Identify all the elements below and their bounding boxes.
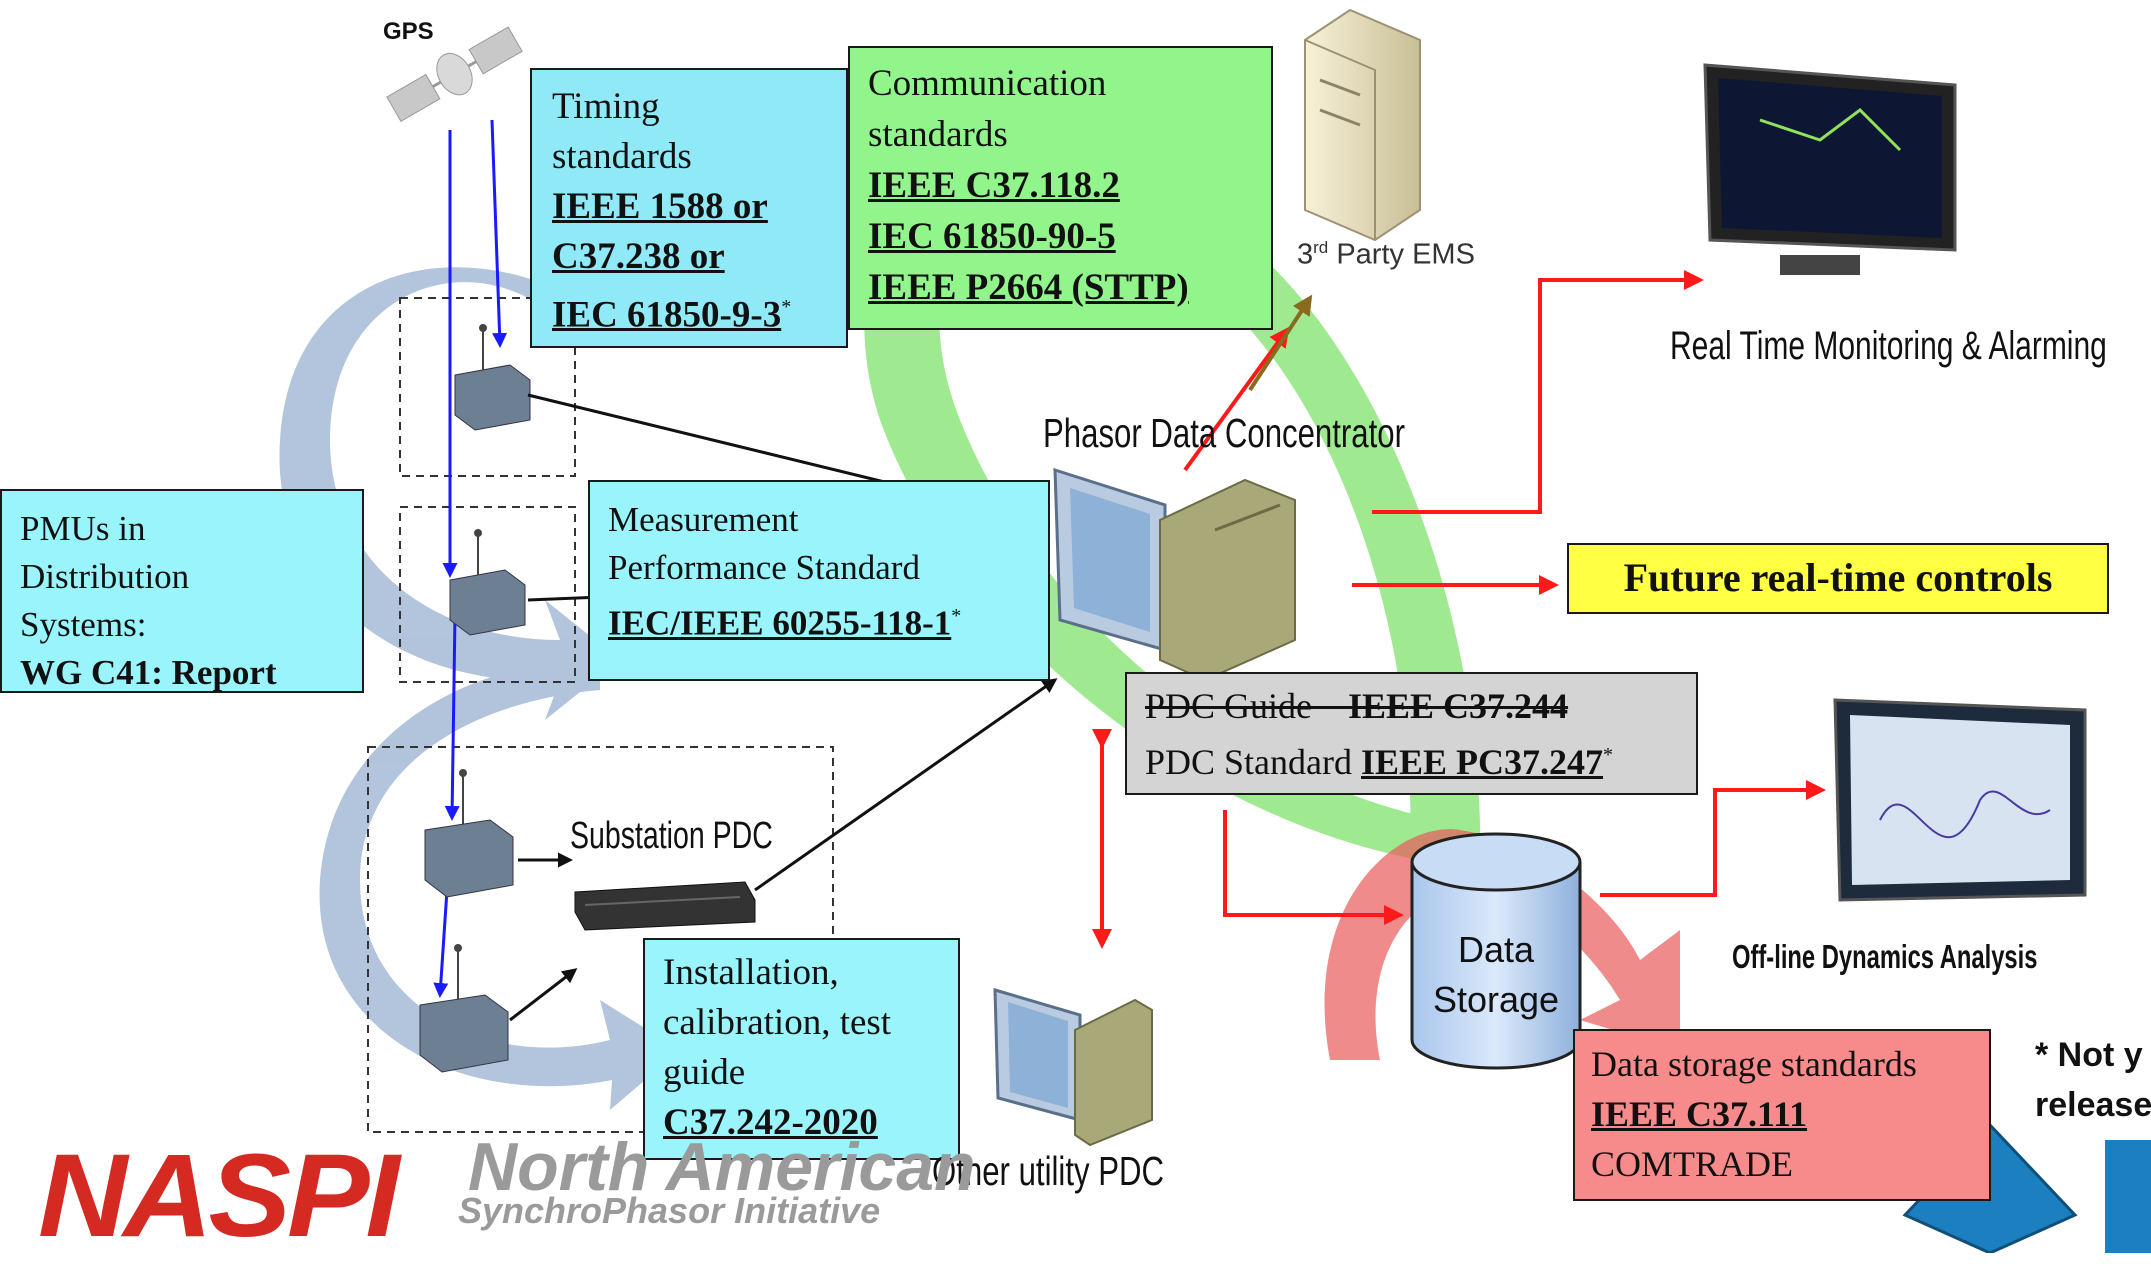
substation-enclosure — [367, 746, 834, 1133]
measurement-line2: Performance Standard — [608, 548, 920, 587]
pdc-standard-box: PDC Guide IEEE C37.244 PDC Standard IEEE… — [1125, 672, 1698, 795]
pmu-enclosure-2 — [399, 506, 576, 683]
pdc-guide-label: PDC Guide — [1145, 686, 1313, 726]
future-label: Future real-time controls — [1623, 555, 2053, 600]
ems-brown-arrow — [1248, 294, 1313, 392]
naspi-logo: NASPI — [38, 1128, 400, 1264]
pdc-std-std: IEEE PC37.247 — [1361, 742, 1604, 782]
pdc-std-label: PDC Standard — [1145, 742, 1352, 782]
substation-pdc-label: Substation PDC — [570, 815, 773, 857]
measurement-star: * — [951, 605, 962, 627]
timing-standards-box: Timing standards IEEE 1588 or C37.238 or… — [530, 68, 848, 348]
naspi-logo-brand: NASPI — [38, 1130, 400, 1262]
storage-line1: Data — [1457, 929, 1535, 970]
pmu-line2: Distribution — [20, 557, 190, 596]
timing-line1: Timing — [552, 86, 660, 127]
pmu-enclosure-1 — [399, 297, 576, 477]
pmu-line1: PMUs in — [20, 509, 146, 548]
gps-label: GPS — [383, 18, 434, 45]
storage-label: Data Storage — [1430, 925, 1562, 1025]
ems-label: 3rd Party EMS — [1297, 238, 1475, 272]
installation-guide-box: Installation, calibration, test guide C3… — [643, 938, 960, 1160]
data-storage-line1: Data storage standards — [1591, 1044, 1917, 1084]
timing-star: * — [781, 296, 792, 318]
communication-std3: IEEE P2664 (STTP) — [868, 267, 1189, 308]
data-storage-cylinder-icon — [1410, 832, 1582, 1070]
timing-line2: standards — [552, 136, 692, 177]
other-pdc-label: Other utility PDC — [932, 1148, 1165, 1194]
pdc-computer-icon — [1053, 467, 1296, 682]
installation-std: C37.242-2020 — [663, 1102, 878, 1143]
measurement-std: IEC/IEEE 60255-118-1 — [608, 603, 952, 643]
output-red-arrows — [1092, 270, 1826, 949]
ems-label-pre: 3 — [1297, 238, 1314, 271]
installation-line3: guide — [663, 1052, 746, 1093]
future-controls-box: Future real-time controls — [1567, 543, 2109, 614]
naspi-logo-name1: North American — [468, 1129, 976, 1205]
pdc-std-star: * — [1603, 744, 1614, 766]
data-storage-standards-box: Data storage standards IEEE C37.111 COMT… — [1573, 1029, 1991, 1201]
ems-label-post: Party EMS — [1328, 238, 1475, 271]
measurement-line1: Measurement — [608, 500, 799, 539]
data-storage-std: IEEE C37.111 — [1591, 1094, 1808, 1134]
communication-line1: Communication — [868, 63, 1107, 104]
release-note: * Not y release — [2035, 1030, 2151, 1130]
gps-timing-arrows — [433, 119, 508, 998]
measurement-standard-box: Measurement Performance Standard IEC/IEE… — [588, 480, 1050, 681]
ems-server-icon — [1304, 8, 1421, 242]
timing-std1: IEEE 1588 or — [552, 186, 768, 227]
monitoring-monitor-icon — [1703, 63, 1957, 275]
communication-line2: standards — [868, 114, 1008, 155]
pdc-guide-std: IEEE C37.244 — [1348, 686, 1569, 726]
pdc-label: Phasor Data Concentrator — [1043, 410, 1405, 456]
pmu-device-icon — [424, 769, 514, 898]
pmu-device-icon — [419, 944, 509, 1073]
timing-std2: C37.238 or — [552, 236, 725, 277]
timing-std3: IEC 61850-9-3 — [552, 294, 782, 336]
pmu-line4: WG C41: Report — [20, 653, 277, 692]
substation-pdc-rack-icon — [574, 881, 756, 931]
installation-line1: Installation, — [663, 952, 839, 993]
installation-line2: calibration, test — [663, 1002, 892, 1043]
offline-analysis-label: Off-line Dynamics Analysis — [1732, 938, 2038, 975]
communication-standards-box: Communication standards IEEE C37.118.2 I… — [848, 46, 1273, 330]
note-line1: * Not y — [2035, 1036, 2143, 1074]
other-pdc-computer-icon — [993, 987, 1153, 1147]
monitoring-label: Real Time Monitoring & Alarming — [1670, 324, 2107, 368]
pmu-distribution-box: PMUs in Distribution Systems: WG C41: Re… — [0, 489, 364, 693]
naspi-logo-name2: SynchroPhasor Initiative — [458, 1190, 881, 1231]
communication-std1: IEEE C37.118.2 — [868, 165, 1120, 206]
note-line2: release — [2035, 1086, 2151, 1124]
storage-line2: Storage — [1432, 979, 1560, 1020]
pmu-line3: Systems: — [20, 605, 147, 644]
pmu-device-icon — [454, 324, 531, 431]
gps-satellite-icon — [386, 26, 523, 122]
communication-std2: IEC 61850-90-5 — [868, 216, 1116, 257]
pmu-device-icon — [449, 529, 526, 636]
data-storage-line3: COMTRADE — [1591, 1144, 1794, 1184]
offline-analysis-monitor-icon — [1833, 698, 2087, 902]
ems-label-sup: rd — [1313, 238, 1329, 257]
